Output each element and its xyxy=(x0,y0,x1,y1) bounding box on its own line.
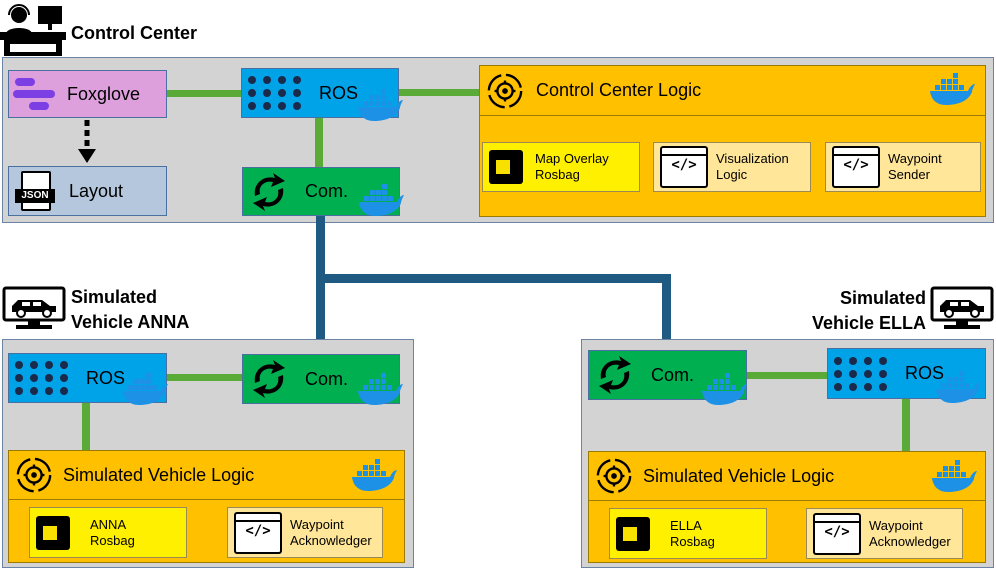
link-ella-com-ros xyxy=(746,372,828,379)
anna-ros-label: ROS xyxy=(86,367,126,388)
anna-logic-title: Simulated Vehicle Logic xyxy=(63,464,255,485)
link-ella-ros-logic xyxy=(902,399,910,452)
foxglove-layout-arrow xyxy=(78,120,96,163)
docker-icon xyxy=(928,72,976,106)
card-line2: Logic xyxy=(716,167,748,182)
json-file-icon: JSON xyxy=(15,171,55,211)
ros-dots-icon xyxy=(834,356,887,391)
sync-icon xyxy=(249,172,289,212)
link-foxglove-ros xyxy=(166,90,242,97)
link-anna-ros-logic xyxy=(82,402,90,452)
anna-title-line1: Simulated xyxy=(71,287,158,307)
cc-com-label: Com. xyxy=(305,181,349,201)
anna-com-label: Com. xyxy=(305,368,349,389)
docker-icon xyxy=(934,370,982,404)
foxglove-box[interactable]: Foxglove xyxy=(8,70,167,118)
cc-logic-header: Control Center Logic xyxy=(480,66,985,116)
bus-ella-drop xyxy=(662,274,671,352)
cc-logic-panel: Control Center Logic xyxy=(479,65,986,217)
code-window-icon: </> xyxy=(813,512,861,555)
bus-horizontal xyxy=(316,274,671,283)
ella-ros-label: ROS xyxy=(905,363,945,383)
docker-icon xyxy=(700,372,748,406)
video-icon xyxy=(616,516,650,551)
docker-icon xyxy=(356,372,404,406)
card-line2: Rosbag xyxy=(90,532,135,548)
ros-dots-icon xyxy=(15,361,68,395)
link-anna-ros-com xyxy=(166,374,244,381)
anna-logic-header: Simulated Vehicle Logic xyxy=(9,451,404,500)
anna-title: Simulated Vehicle ANNA xyxy=(71,285,189,335)
docker-icon xyxy=(357,183,405,217)
ella-com-label: Com. xyxy=(651,364,695,385)
ella-logic-header: Simulated Vehicle Logic xyxy=(589,452,985,501)
card-line2: Rosbag xyxy=(670,533,715,549)
ella-title: Simulated Vehicle ELLA xyxy=(786,286,926,336)
docker-icon xyxy=(121,372,169,406)
sync-icon xyxy=(595,355,635,395)
car-monitor-icon xyxy=(2,286,66,330)
card-line1: Map Overlay xyxy=(535,151,609,166)
ella-title-line1: Simulated xyxy=(839,288,926,308)
video-icon xyxy=(489,150,523,184)
card-line1: Waypoint xyxy=(888,151,942,166)
docker-icon xyxy=(356,88,404,122)
ros-dots-icon xyxy=(248,76,301,110)
cc-ros-box[interactable]: ROS xyxy=(241,68,399,118)
layout-box[interactable]: JSON Layout xyxy=(8,166,167,216)
gear-icon xyxy=(595,457,633,495)
docker-icon xyxy=(350,458,398,492)
control-center-title: Control Center xyxy=(71,23,197,43)
card-line1: Waypoint xyxy=(290,516,344,532)
docker-icon xyxy=(930,459,978,493)
bus-cc-drop xyxy=(316,216,325,356)
foxglove-label: Foxglove xyxy=(67,83,141,104)
ella-logic-title: Simulated Vehicle Logic xyxy=(643,465,835,486)
card-line1: ANNA xyxy=(90,516,127,532)
gear-icon xyxy=(486,72,524,110)
code-window-icon: </> xyxy=(832,146,880,188)
card-line1: Waypoint xyxy=(869,517,923,533)
operator-desk-icon xyxy=(0,4,66,56)
link-ros-logic xyxy=(398,89,480,96)
anna-title-line2: Vehicle ANNA xyxy=(71,312,190,332)
sync-icon xyxy=(249,359,289,399)
card-line2: Sender xyxy=(888,167,930,182)
anna-ros-box[interactable]: ROS xyxy=(8,353,167,403)
link-ros-com xyxy=(315,118,323,168)
card-line2: Rosbag xyxy=(535,167,580,182)
foxglove-icon xyxy=(13,78,55,110)
video-icon xyxy=(36,515,70,550)
gear-icon xyxy=(15,456,53,494)
ella-com-box[interactable]: Com. xyxy=(588,350,747,400)
card-line2: Acknowledger xyxy=(869,533,951,549)
card-line1: Visualization xyxy=(716,151,789,166)
code-window-icon: </> xyxy=(234,511,282,554)
cc-ros-label: ROS xyxy=(319,82,359,103)
cc-logic-title: Control Center Logic xyxy=(536,80,702,100)
ella-title-line2: Vehicle ELLA xyxy=(811,313,926,333)
card-line1: ELLA xyxy=(670,517,702,533)
car-monitor-icon xyxy=(930,286,994,330)
code-window-icon: </> xyxy=(660,146,708,188)
layout-label: Layout xyxy=(69,180,124,201)
card-line2: Acknowledger xyxy=(290,532,372,548)
